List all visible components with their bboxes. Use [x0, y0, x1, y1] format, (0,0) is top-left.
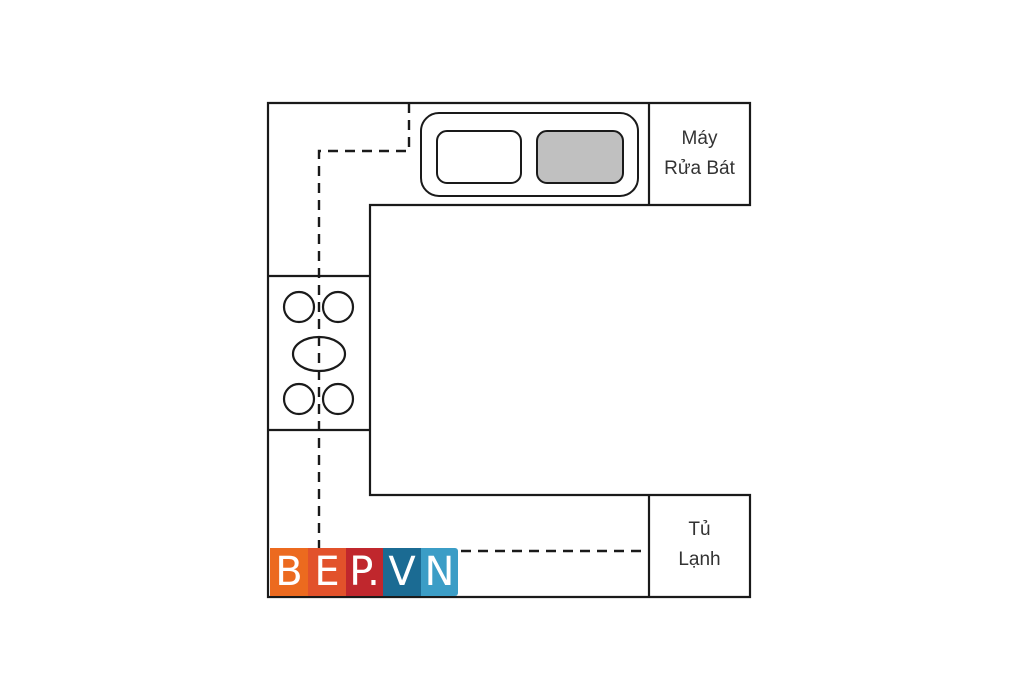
dishwasher-label-line2: Rửa Bát: [664, 158, 735, 179]
dishwasher-label: Máy Rửa Bát: [649, 124, 750, 184]
fridge-label: Tủ Lạnh: [649, 515, 750, 575]
sink-icon: [420, 112, 639, 197]
fridge-label-line1: Tủ: [688, 519, 711, 540]
logo-segment-e: E: [308, 548, 346, 596]
logo-segment-n: N: [421, 548, 458, 596]
logo-segment-b: B: [270, 548, 308, 596]
cabinet-outline: [266, 101, 752, 599]
logo-segment-p: P.: [346, 548, 383, 596]
dishwasher-label-line1: Máy: [681, 128, 718, 149]
bep-vn-logo: B E P. V N: [270, 548, 458, 596]
fridge-label-line2: Lạnh: [678, 549, 721, 570]
logo-segment-v: V: [383, 548, 421, 596]
